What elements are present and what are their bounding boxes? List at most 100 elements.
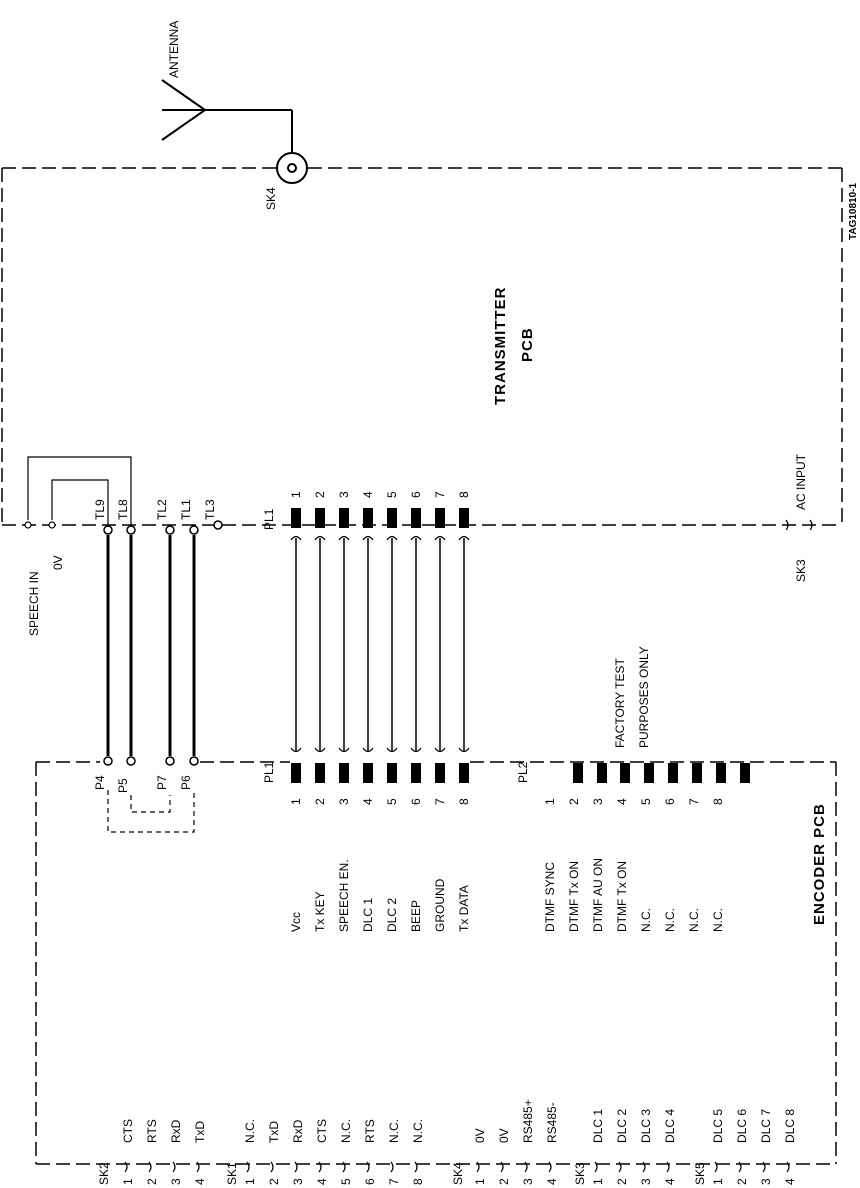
socket-signal: DLC 2 [615, 1109, 629, 1143]
socket-pin: 2 [497, 1178, 511, 1185]
factory-test-label: FACTORY TEST [613, 658, 627, 748]
p7-label: P7 [155, 775, 169, 790]
socket-pin: 1 [473, 1178, 487, 1185]
tl8-label: TL8 [116, 499, 130, 520]
socket-signal: DLC 7 [759, 1109, 773, 1143]
socket-pin: 2 [267, 1178, 281, 1185]
pl1-signal: DLC 1 [361, 898, 375, 932]
ac-input-label: AC INPUT [794, 453, 808, 510]
pl1-signal: SPEECH EN. [337, 859, 351, 932]
enc-pl2-pins [573, 763, 750, 783]
socket-signal: RTS [145, 1119, 159, 1143]
socket-signal: N.C. [339, 1119, 353, 1143]
socket-signal: DLC 5 [711, 1109, 725, 1143]
socket-pin: 7 [387, 1178, 401, 1185]
socket-pin: 1 [711, 1178, 725, 1185]
pl2-signal: DTMF SYNC [543, 862, 557, 932]
pl2-signal: N.C. [711, 908, 725, 932]
socket-pin: 3 [521, 1178, 535, 1185]
socket-signal: CTS [121, 1119, 135, 1143]
speech-in-label: SPEECH IN [27, 571, 41, 636]
socket-pin: 2 [735, 1178, 749, 1185]
pl1-signal: Tx KEY [313, 891, 327, 932]
socket-signal: DLC 4 [663, 1109, 677, 1143]
enc-pl1-pin-numbers: 1 2 3 4 5 6 7 8 [289, 798, 471, 805]
enc-pl1-pin: 7 [433, 798, 447, 805]
enc-pl1-pin: 5 [385, 798, 399, 805]
socket-signal: RS485- [545, 1102, 559, 1143]
encoder-title: ENCODER PCB [811, 803, 828, 925]
socket-pin: 3 [639, 1178, 653, 1185]
transmitter-title-2: PCB [519, 327, 536, 362]
enc-pl1-pin: 6 [409, 798, 423, 805]
enc-pl2-signals: DTMF SYNC DTMF Tx ON DTMF AU ON DTMF Tx … [543, 858, 725, 932]
socket-pin: 1 [121, 1178, 135, 1185]
socket-pin: 1 [243, 1178, 257, 1185]
socket-pin: 4 [315, 1178, 329, 1185]
transmitter-title-1: TRANSMITTER [492, 287, 509, 406]
speech-loop-wires [24, 456, 132, 529]
sk4-label: SK4 [264, 187, 278, 210]
enc-pl2-label: PL2 [516, 761, 530, 783]
pl2-signal: DTMF AU ON [591, 858, 605, 932]
socket-signal: DLC 6 [735, 1109, 749, 1143]
tx-pl1-pin: 8 [457, 491, 471, 498]
tx-pl1-label: PL1 [262, 508, 276, 530]
test-link-wires [103, 520, 223, 766]
pl2-signal: N.C. [663, 908, 677, 932]
socket-signal: RxD [169, 1119, 183, 1143]
pl2-signal: DTMF Tx ON [567, 861, 581, 932]
pl1-ribbon-wires [290, 508, 470, 783]
socket-signal: TxD [193, 1121, 207, 1143]
socket-pin: 2 [615, 1178, 629, 1185]
antenna-label: ANTENNA [167, 21, 181, 78]
pl2-pin: 4 [615, 798, 629, 805]
tx-pl1-pin: 7 [433, 491, 447, 498]
socket-pin: 2 [145, 1178, 159, 1185]
socket-pin: 3 [759, 1178, 773, 1185]
socket-signal: N.C. [387, 1119, 401, 1143]
socket-name: SK4 [451, 1162, 465, 1185]
pl2-signal: N.C. [639, 908, 653, 932]
enc-pl2-pin-numbers: 1 2 3 4 5 6 7 8 [543, 798, 725, 805]
enc-pl1-pin: 2 [313, 798, 327, 805]
socket-signal: 0V [473, 1128, 487, 1143]
tx-pl1-pin: 1 [289, 491, 303, 498]
tx-pl1-pin: 4 [361, 491, 375, 498]
socket-pin: 3 [169, 1178, 183, 1185]
socket-signal: 0V [497, 1128, 511, 1143]
tx-pl1-pin: 5 [385, 491, 399, 498]
pl1-signal: GROUND [433, 878, 447, 932]
socket-pin: 3 [291, 1178, 305, 1185]
socket-pin: 4 [193, 1178, 207, 1185]
socket-signal: N.C. [243, 1119, 257, 1143]
socket-signal: DLC 3 [639, 1109, 653, 1143]
socket-pin: 4 [663, 1178, 677, 1185]
transmitter-pcb-border [1, 167, 843, 526]
socket-name: SK3 [573, 1162, 587, 1185]
enc-pl1-signals: Vcc Tx KEY SPEECH EN. DLC 1 DLC 2 BEEP G… [289, 859, 471, 932]
socket-signal: DLC 8 [783, 1109, 797, 1143]
socket-signal: RTS [363, 1119, 377, 1143]
pl2-pin: 1 [543, 798, 557, 805]
socket-signal: RxD [291, 1119, 305, 1143]
enc-pl1-pin: 1 [289, 798, 303, 805]
enc-pl1-pin: 8 [457, 798, 471, 805]
tag-code: TAG10810-1 [848, 182, 859, 240]
socket-signal: DLC 1 [591, 1109, 605, 1143]
socket-name: SK5 [693, 1162, 707, 1185]
p4-label: P4 [93, 775, 107, 790]
enc-pl1-pin: 3 [337, 798, 351, 805]
socket-name: SK1 [225, 1162, 239, 1185]
p6-label: P6 [179, 775, 193, 790]
encoder-pcb-border [35, 761, 837, 1165]
pl2-pin: 2 [567, 798, 581, 805]
tx-pl1-pin: 2 [313, 491, 327, 498]
pl1-signal: DLC 2 [385, 898, 399, 932]
socket-pin: 1 [591, 1178, 605, 1185]
purposes-only-label: PURPOSES ONLY [637, 646, 651, 748]
socket-signal: RS485+ [521, 1099, 535, 1143]
enc-pl1-pin: 4 [361, 798, 375, 805]
pl1-signal: Tx DATA [457, 885, 471, 932]
pl2-pin: 5 [639, 798, 653, 805]
